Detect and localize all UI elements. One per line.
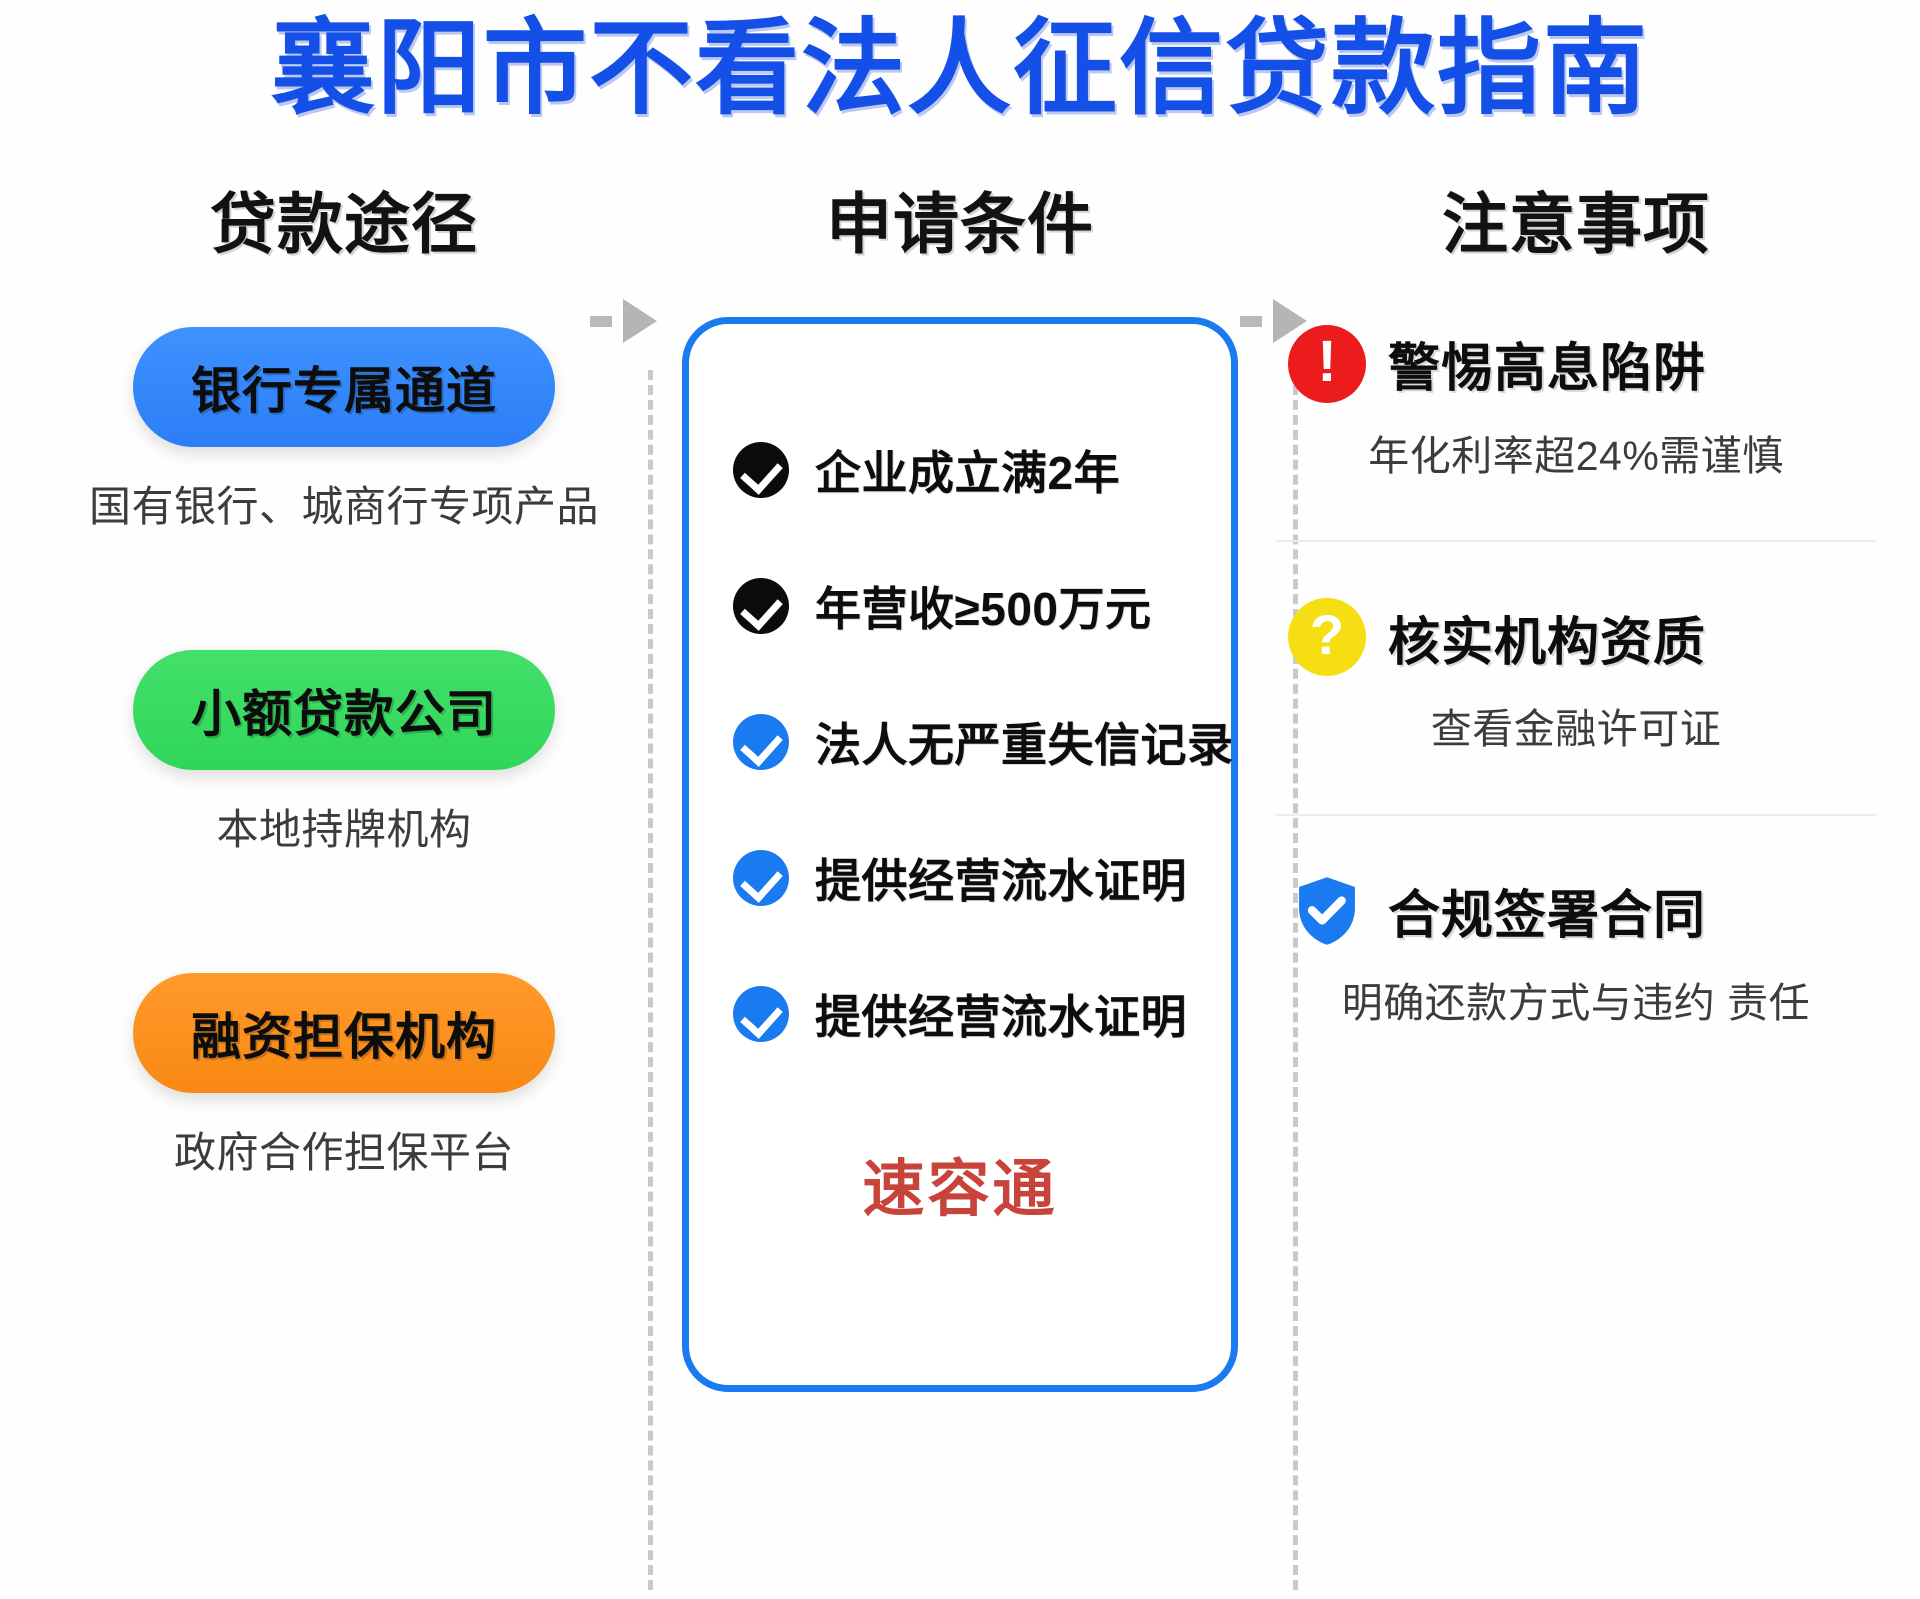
- shield-check-svg: [1299, 876, 1355, 945]
- exclamation-circle-icon: !: [1288, 324, 1366, 403]
- note-subtitle: 查看金融许可证: [1430, 706, 1722, 753]
- loan-path-sub-microloan: 本地持牌机构: [216, 805, 472, 853]
- column-notes: 注意事项 ! 警惕高息陷阱 年化利率超24%需谨慎: [1268, 159, 1884, 1392]
- check-circle-icon: [733, 849, 789, 906]
- condition-label: 企业成立满2年: [815, 446, 1121, 499]
- column-loan-paths: 贷款途径 银行专属通道 国有银行、城商行专项产品 小额贷款公司 本地持牌机构 融…: [36, 159, 652, 1392]
- check-circle-icon: [733, 713, 789, 770]
- note-item-high-interest: ! 警惕高息陷阱 年化利率超24%需谨慎: [1268, 324, 1884, 484]
- check-circle-icon: [733, 985, 789, 1042]
- condition-label: 法人无严重失信记录: [815, 718, 1234, 771]
- loan-path-list: 银行专属通道 国有银行、城商行专项产品 小额贷款公司 本地持牌机构 融资担保机构…: [36, 279, 652, 1180]
- shield-check-icon: [1288, 872, 1366, 950]
- note-header: ? 核实机构资质: [1274, 598, 1878, 677]
- brand-watermark: 速容通: [862, 1154, 1058, 1224]
- note-separator: [1276, 813, 1876, 816]
- note-item-verify-license: ? 核实机构资质 查看金融许可证: [1268, 598, 1884, 757]
- condition-row: 提供经营流水证明: [689, 946, 1231, 1082]
- column-header-loan-paths: 贷款途径: [36, 159, 652, 279]
- loan-path-item-microloan[interactable]: 小额贷款公司 本地持牌机构: [36, 649, 652, 857]
- note-title: 合规签署合同: [1388, 887, 1707, 946]
- arrow-path-to-conditions: [590, 299, 708, 343]
- arrow-dash: [1240, 315, 1262, 327]
- notes-list: ! 警惕高息陷阱 年化利率超24%需谨慎 ? 核实机构资质 查看金融许可证: [1268, 279, 1884, 1031]
- title-block: 襄阳市不看法人征信贷款指南: [0, 0, 1920, 133]
- page-title: 襄阳市不看法人征信贷款指南: [270, 11, 1649, 127]
- loan-path-sub-guarantee: 政府合作担保平台: [173, 1128, 514, 1176]
- note-subtitle: 年化利率超24%需谨慎: [1368, 432, 1784, 479]
- column-conditions: 申请条件 企业成立满2年 年营收≥500万元 法人无严重失信记录 提: [652, 159, 1268, 1392]
- condition-row: 年营收≥500万元: [689, 538, 1231, 674]
- condition-row: 企业成立满2年: [689, 402, 1231, 538]
- column-header-label: 申请条件: [826, 186, 1094, 261]
- column-header-notes: 注意事项: [1268, 159, 1884, 279]
- arrow-dash: [590, 315, 612, 327]
- column-header-conditions: 申请条件: [652, 159, 1268, 279]
- question-glyph: ?: [1288, 598, 1366, 677]
- condition-row: 提供经营流水证明: [689, 810, 1231, 946]
- condition-label: 提供经营流水证明: [815, 854, 1187, 907]
- question-circle-icon: ?: [1288, 598, 1366, 677]
- column-divider-right: [1293, 370, 1298, 1590]
- note-separator: [1276, 540, 1876, 543]
- note-header: ! 警惕高息陷阱: [1274, 324, 1878, 403]
- loan-path-pill-microloan[interactable]: 小额贷款公司: [133, 649, 555, 770]
- column-divider-left: [648, 370, 653, 1590]
- loan-path-item-guarantee[interactable]: 融资担保机构 政府合作担保平台: [36, 972, 652, 1180]
- check-circle-icon: [733, 577, 789, 634]
- loan-path-item-bank[interactable]: 银行专属通道 国有银行、城商行专项产品: [36, 326, 652, 534]
- columns-container: 贷款途径 银行专属通道 国有银行、城商行专项产品 小额贷款公司 本地持牌机构 融…: [0, 159, 1920, 1392]
- loan-path-sub-bank: 国有银行、城商行专项产品: [88, 482, 599, 530]
- loan-path-pill-guarantee[interactable]: 融资担保机构: [133, 972, 555, 1093]
- condition-label: 年营收≥500万元: [815, 582, 1152, 635]
- loan-path-pill-bank[interactable]: 银行专属通道: [133, 326, 555, 447]
- column-header-label: 注意事项: [1442, 186, 1710, 261]
- note-item-sign-contract: 合规签署合同 明确还款方式与违约 责任: [1268, 872, 1884, 1031]
- column-header-label: 贷款途径: [210, 186, 478, 261]
- note-subtitle: 明确还款方式与违约 责任: [1341, 979, 1811, 1026]
- exclamation-glyph: !: [1288, 324, 1366, 403]
- note-header: 合规签署合同: [1274, 872, 1878, 950]
- check-circle-icon: [733, 441, 789, 498]
- conditions-card: 企业成立满2年 年营收≥500万元 法人无严重失信记录 提供经营流水证明 提供经: [682, 316, 1238, 1392]
- note-title: 核实机构资质: [1388, 613, 1707, 672]
- note-title: 警惕高息陷阱: [1388, 340, 1707, 399]
- condition-row: 法人无严重失信记录: [689, 674, 1234, 810]
- arrow-head: [623, 299, 657, 343]
- condition-label: 提供经营流水证明: [815, 990, 1187, 1043]
